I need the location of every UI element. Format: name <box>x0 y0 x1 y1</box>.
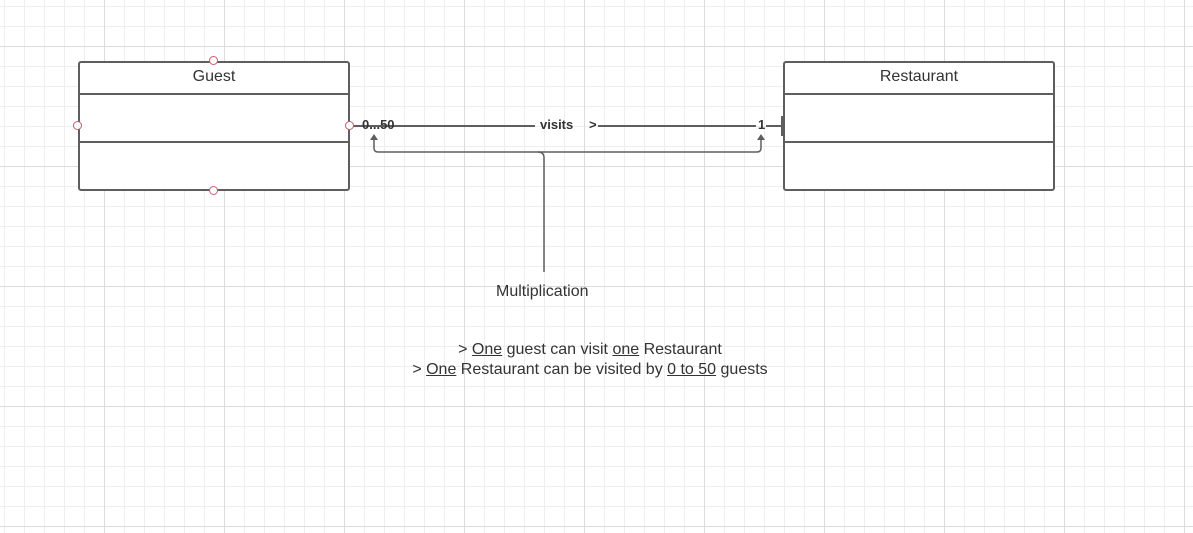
restaurant-class-name: Restaurant <box>785 63 1053 95</box>
restaurant-operations-compartment[interactable] <box>785 143 1053 187</box>
guest-class-name: Guest <box>80 63 348 95</box>
restaurant-attributes-compartment[interactable] <box>785 95 1053 143</box>
restaurant-class[interactable]: Restaurant <box>783 61 1055 191</box>
association-label[interactable]: visits <box>540 117 574 132</box>
callout-text[interactable]: Multiplication <box>496 283 589 300</box>
guest-multiplicity[interactable]: 0...50 <box>362 117 395 132</box>
bracket-arrow-left-icon <box>370 134 378 140</box>
notes-block[interactable]: > One guest can visit one Restaurant > O… <box>340 340 840 380</box>
guest-left-handle[interactable] <box>73 121 82 130</box>
guest-top-handle[interactable] <box>209 56 218 65</box>
guest-attributes-compartment[interactable] <box>80 95 348 143</box>
callout-stem[interactable] <box>537 151 545 272</box>
callout-bracket[interactable] <box>373 140 762 153</box>
note-line-2: > One Restaurant can be visited by 0 to … <box>412 361 768 378</box>
bracket-arrow-right-icon <box>757 134 765 140</box>
note-line-1: > One guest can visit one Restaurant <box>458 341 722 358</box>
restaurant-multiplicity[interactable]: 1 <box>758 117 766 132</box>
direction-marker: > <box>589 117 597 132</box>
guest-operations-compartment[interactable] <box>80 143 348 187</box>
guest-bottom-handle[interactable] <box>209 186 218 195</box>
guest-right-handle[interactable] <box>345 121 354 130</box>
guest-class[interactable]: Guest <box>78 61 350 191</box>
